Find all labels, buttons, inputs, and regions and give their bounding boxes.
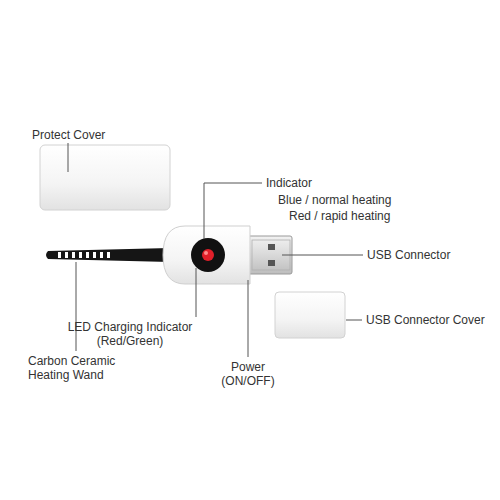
usb-connector-cover [275,292,345,338]
part-label: USB Connector [367,248,450,262]
part-label: Protect Cover [32,128,105,142]
main-body [163,226,250,284]
leader-line [76,262,77,351]
comb-slot [107,252,110,258]
comb-slot [100,252,103,258]
protect-cover [40,145,170,210]
part-label: Red / rapid heating [289,209,390,223]
part-label: USB Connector Cover [366,313,485,327]
leader-line [248,280,249,357]
power-button [191,238,225,272]
usb-hole [268,260,275,266]
comb-slot [72,252,75,258]
comb-slot [86,252,89,258]
part-label: Carbon Ceramic Heating Wand [28,354,132,382]
leader-line [196,268,197,317]
part-label: Indicator [266,176,312,190]
part-label: Power (ON/OFF) [212,360,284,388]
leader-line [68,143,69,172]
usb-hole [268,244,275,250]
indicator-glint [204,251,208,255]
indicator-light [202,249,214,261]
heating-wand [46,248,170,262]
part-label: Blue / normal heating [278,193,391,207]
leader-line [204,183,262,239]
comb-slot [58,252,61,258]
leader-line [282,255,363,256]
wand-comb [58,252,110,258]
comb-slot [65,252,68,258]
leader-line [346,320,362,321]
part-label: LED Charging Indicator (Red/Green) [58,320,202,348]
comb-slot [93,252,96,258]
comb-slot [79,252,82,258]
